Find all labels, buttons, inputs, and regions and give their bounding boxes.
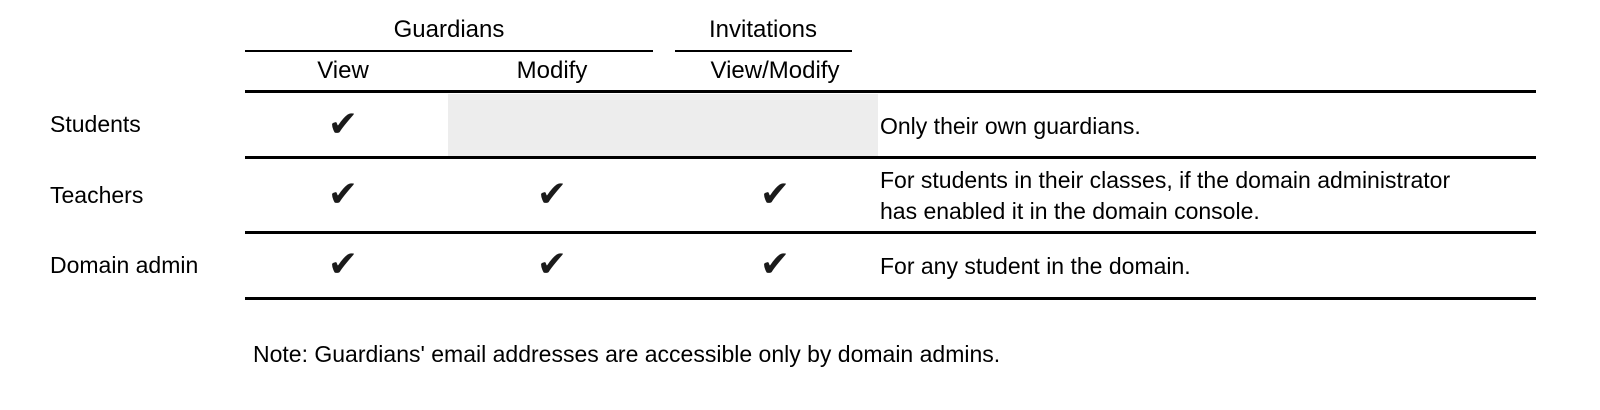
invitations-underline [675,50,852,52]
row-label-domain-admin: Domain admin [50,252,199,278]
check-icon-teachers-invitations: ✔ [759,174,791,215]
row-note-domain-admin: For any student in the domain. [880,253,1191,279]
check-icon-domain-admin-view: ✔ [327,244,359,285]
check-icon-teachers-view: ✔ [327,174,359,215]
column-group-guardians: Guardians [393,16,505,43]
column-group-invitations: Invitations [708,16,818,43]
row-label-students: Students [50,111,141,137]
students-disabled-cell [448,94,878,157]
footnote: Note: Guardians' email addresses are acc… [253,341,1001,367]
column-header-view-modify: View/Modify [710,57,840,84]
table-rule-1 [245,156,1536,159]
check-icon-domain-admin-invitations: ✔ [759,244,791,285]
table-rule-header [245,90,1536,93]
table-rule-bottom [245,297,1536,300]
check-icon-teachers-modify: ✔ [536,174,568,215]
guardians-underline [245,50,653,52]
column-header-modify: Modify [516,57,588,84]
table-rule-2 [245,231,1536,234]
row-label-teachers: Teachers [50,182,144,208]
column-header-view: View [317,57,369,84]
check-icon-students-view: ✔ [327,104,359,145]
check-icon-domain-admin-modify: ✔ [536,244,568,285]
row-note-students: Only their own guardians. [880,113,1141,139]
row-note-teachers: For students in their classes, if the do… [880,167,1451,224]
